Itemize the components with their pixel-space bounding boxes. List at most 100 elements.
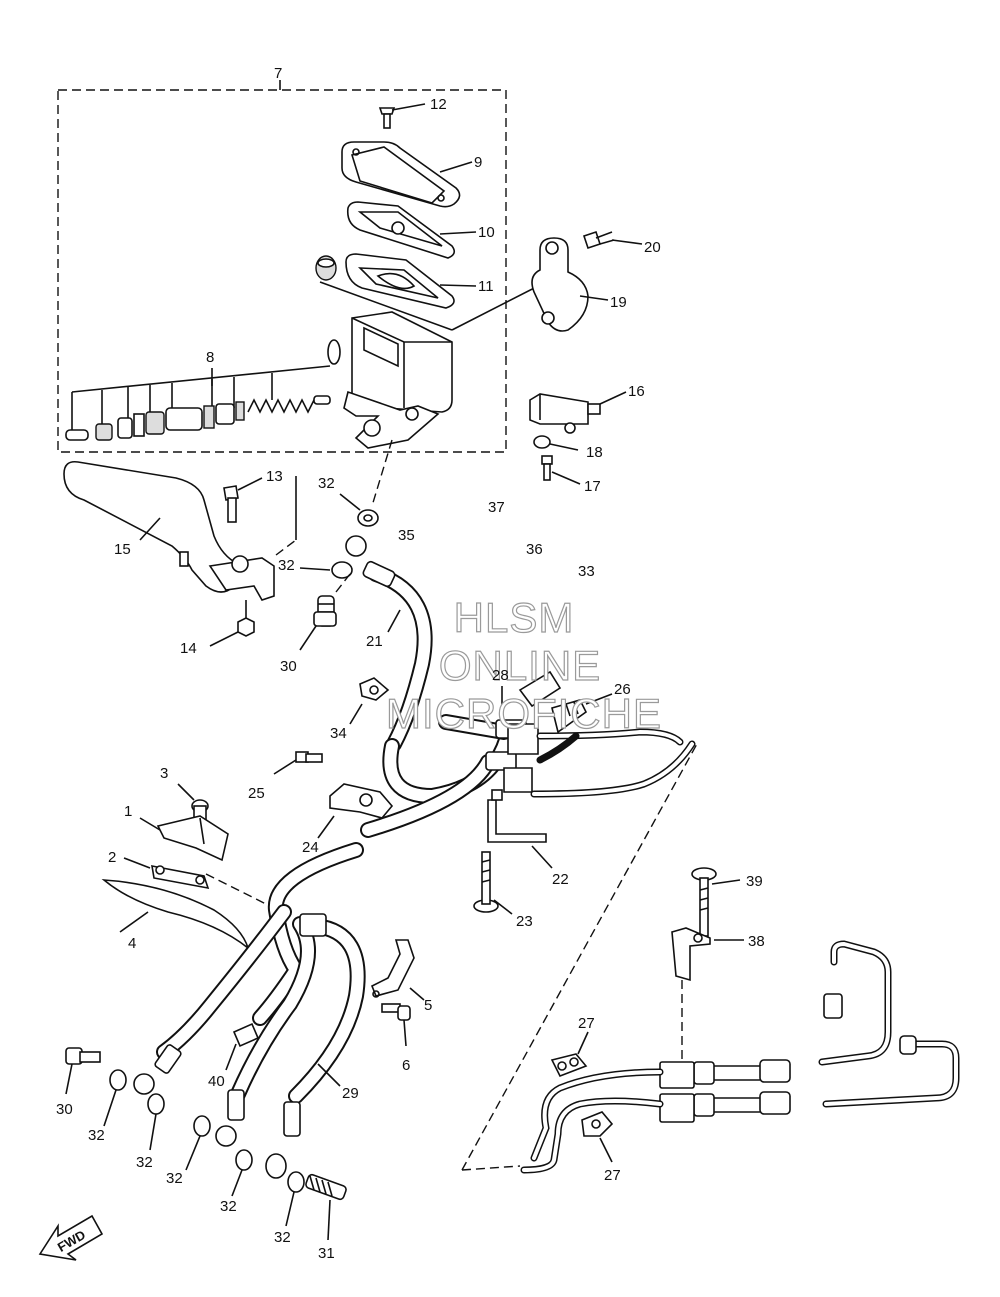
callout-32-d: 32 xyxy=(136,1154,153,1171)
callout-21: 21 xyxy=(366,633,383,650)
callout-32-c: 32 xyxy=(88,1127,105,1144)
part-32-washer-upper xyxy=(339,493,379,527)
callout-17: 17 xyxy=(584,478,601,495)
callout-31: 31 xyxy=(318,1245,335,1262)
callout-18: 18 xyxy=(586,444,603,461)
part-10-diaphragm-plate xyxy=(346,201,477,259)
part-11-diaphragm xyxy=(315,253,477,309)
part-25-bolt xyxy=(273,751,323,775)
callout-32-e: 32 xyxy=(166,1170,183,1187)
part-3-screw xyxy=(177,783,209,823)
joint-hoses xyxy=(360,670,696,838)
callout-25: 25 xyxy=(248,785,265,802)
part-29-brake-hoses-lower xyxy=(133,842,366,1179)
leader-bolt xyxy=(335,573,351,593)
callout-35: 35 xyxy=(398,527,415,544)
master-cylinder-body xyxy=(319,281,547,449)
callout-30-b: 30 xyxy=(56,1101,73,1118)
part-18-washer xyxy=(533,435,579,451)
callout-32-f: 32 xyxy=(220,1198,237,1215)
callout-19: 19 xyxy=(610,294,627,311)
assembly-7-outline xyxy=(57,89,507,453)
callout-37: 37 xyxy=(488,499,505,516)
callout-27-a: 27 xyxy=(578,1015,595,1032)
part-13-pivot-bolt xyxy=(223,477,263,523)
part-30-banjo-bolt-lower xyxy=(65,1047,101,1095)
part-21-brake-hose xyxy=(362,560,433,752)
part-38-bracket xyxy=(671,927,744,982)
callout-32-b: 32 xyxy=(278,557,295,574)
callout-3: 3 xyxy=(160,765,168,782)
part-26-pipe-clamp xyxy=(551,693,613,734)
part-39-bolt xyxy=(691,867,741,937)
part-5-bracket xyxy=(370,939,425,1001)
watermark-line-2: ONLINE xyxy=(439,642,601,689)
part-22-bracket xyxy=(487,789,553,869)
part-12-screw xyxy=(378,103,426,129)
callout-22: 22 xyxy=(552,871,569,888)
part-32-washer-mid xyxy=(299,535,367,579)
watermark: HLSM ONLINE MICROFICHE xyxy=(385,593,662,737)
callout-labels: 7 12 9 10 11 20 19 8 16 18 17 1 3 32 37 1… xyxy=(56,65,765,1262)
pipe-assembly-outline-left xyxy=(461,741,699,1171)
part-4-seal xyxy=(101,879,250,951)
callout-38: 38 xyxy=(748,933,765,950)
callout-11: 11 xyxy=(478,278,494,295)
part-6-bolt xyxy=(381,1003,411,1047)
callout-26: 26 xyxy=(614,681,631,698)
leader-seal xyxy=(205,873,279,911)
callout-6: 6 xyxy=(402,1057,410,1074)
callout-30-a: 30 xyxy=(280,658,297,675)
callout-34: 34 xyxy=(330,725,347,742)
leader-washer xyxy=(371,439,393,507)
part-32-washers-lower xyxy=(103,1069,305,1227)
part-14-nut xyxy=(209,600,255,647)
watermark-line-1: HLSM xyxy=(454,594,575,641)
callout-28: 28 xyxy=(492,667,509,684)
forward-direction-arrow: FWD xyxy=(38,1214,104,1261)
part-17-screw xyxy=(541,455,581,485)
callout-10: 10 xyxy=(478,224,495,241)
part-20-bolt xyxy=(582,230,643,250)
callout-40: 40 xyxy=(208,1073,225,1090)
part-16-brake-switch xyxy=(529,391,627,434)
part-23-bolt xyxy=(473,851,513,915)
callout-24: 24 xyxy=(302,839,319,856)
part-2-plate xyxy=(123,857,210,890)
callout-7: 7 xyxy=(274,65,282,82)
callout-15: 15 xyxy=(114,541,131,558)
callout-33: 33 xyxy=(578,563,595,580)
leader-lever xyxy=(275,539,297,556)
part-34-clip xyxy=(349,677,390,725)
callout-2: 2 xyxy=(108,849,116,866)
watermark-line-3: MICROFICHE xyxy=(386,690,662,737)
callout-1: 1 xyxy=(124,803,132,820)
callout-5: 5 xyxy=(424,997,432,1014)
callout-8: 8 xyxy=(206,349,214,366)
part-27-grommet-lower xyxy=(581,1111,614,1163)
callout-14: 14 xyxy=(180,640,197,657)
part-9-reservoir-cap xyxy=(341,141,473,208)
callout-12: 12 xyxy=(430,96,447,113)
pipe-assembly-outline-bottom xyxy=(461,1165,521,1171)
part-8-piston-kit xyxy=(65,365,331,441)
part-27-grommet-upper xyxy=(550,1031,589,1078)
callout-16: 16 xyxy=(628,383,645,400)
callout-39: 39 xyxy=(746,873,763,890)
part-40-clip xyxy=(225,1022,260,1071)
part-31-banjo-bolt xyxy=(305,1173,347,1241)
callout-32-g: 32 xyxy=(274,1229,291,1246)
callout-9: 9 xyxy=(474,154,482,171)
part-19-holder-clamp xyxy=(531,237,609,332)
part-15-brake-lever xyxy=(63,460,275,601)
callout-32-a: 32 xyxy=(318,475,335,492)
part-24-clamp xyxy=(317,783,394,839)
callout-20: 20 xyxy=(644,239,661,256)
lower-brake-pipes xyxy=(520,940,960,1174)
part-1-cover xyxy=(139,815,229,862)
callout-23: 23 xyxy=(516,913,533,930)
callout-27-b: 27 xyxy=(604,1167,621,1184)
callout-36: 36 xyxy=(526,541,543,558)
